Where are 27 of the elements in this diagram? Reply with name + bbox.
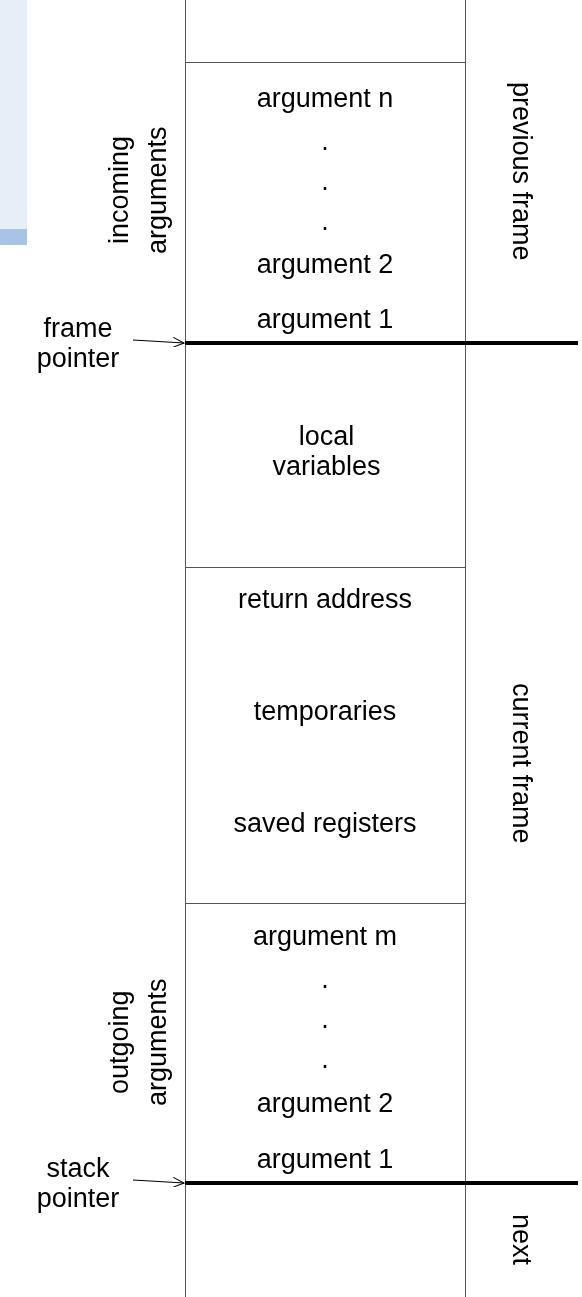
cell-text: argument m <box>251 921 399 951</box>
cell-text: argument 2 <box>255 249 395 279</box>
cell-text: return address <box>236 584 414 614</box>
ellipsis-dot: . <box>320 1044 330 1074</box>
pointer-arrow <box>132 336 185 348</box>
group-label: outgoing arguments <box>103 977 173 1109</box>
cell-text: saved registers <box>232 808 418 838</box>
cell-text: argument n <box>255 83 395 113</box>
stack-cell <box>185 567 466 903</box>
band-label: current frame <box>506 681 538 846</box>
cell-text: temporaries <box>252 696 398 726</box>
band-label: previous frame <box>506 81 538 263</box>
pointer-label: frame pointer <box>22 313 134 373</box>
cell-text: argument 2 <box>255 1088 395 1118</box>
empty-stack-cell <box>185 0 466 62</box>
group-label: incoming arguments <box>103 125 173 256</box>
ellipsis-dot: . <box>320 206 330 236</box>
pointer-label: stack pointer <box>22 1153 134 1213</box>
ellipsis-dot: . <box>320 964 330 994</box>
cell-text: local variables <box>271 421 382 481</box>
band-label: next <box>506 1213 538 1268</box>
cell-text: argument 1 <box>255 304 395 334</box>
cell-text: argument 1 <box>255 1144 395 1174</box>
pointer-arrow <box>132 1176 185 1188</box>
ellipsis-dot: . <box>320 1004 330 1034</box>
ellipsis-dot: . <box>320 126 330 156</box>
ellipsis-dot: . <box>320 166 330 196</box>
